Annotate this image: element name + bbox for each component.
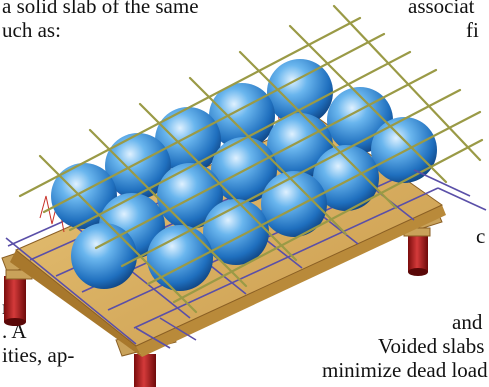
text-fragment: minimize dead load (322, 358, 488, 382)
void-sphere (371, 117, 437, 183)
void-sphere (203, 199, 269, 265)
text-fragment: and (452, 310, 483, 334)
void-sphere (261, 171, 327, 237)
void-sphere (155, 107, 221, 173)
support-column-left (4, 276, 26, 326)
text-fragment: a solid slab of the same (2, 0, 199, 18)
support-column-right (408, 232, 428, 276)
void-sphere (313, 145, 379, 211)
text-fragment: Voided slabs (378, 334, 485, 358)
void-sphere (267, 59, 333, 125)
text-fragment: fi (466, 18, 479, 42)
void-sphere (71, 223, 137, 289)
top-reinforcement-grid (18, 4, 484, 314)
text-fragment: uch as: (2, 18, 61, 42)
text-fragment: c (476, 224, 486, 248)
void-sphere (147, 225, 213, 291)
void-sphere (51, 163, 117, 229)
text-fragment: ities, ap- (2, 343, 75, 367)
support-column-bottom (134, 354, 156, 387)
text-fragment: associat (408, 0, 475, 18)
void-sphere (105, 133, 171, 199)
bar-ends (135, 169, 487, 349)
